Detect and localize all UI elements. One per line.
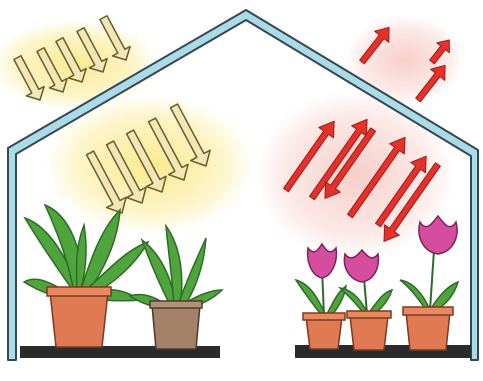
clay-pot-left — [50, 292, 108, 347]
spiky-plant — [130, 226, 222, 349]
brown-pot — [152, 305, 200, 349]
tulip-pot-2 — [340, 250, 392, 350]
tulip-pot-1 — [296, 244, 346, 349]
